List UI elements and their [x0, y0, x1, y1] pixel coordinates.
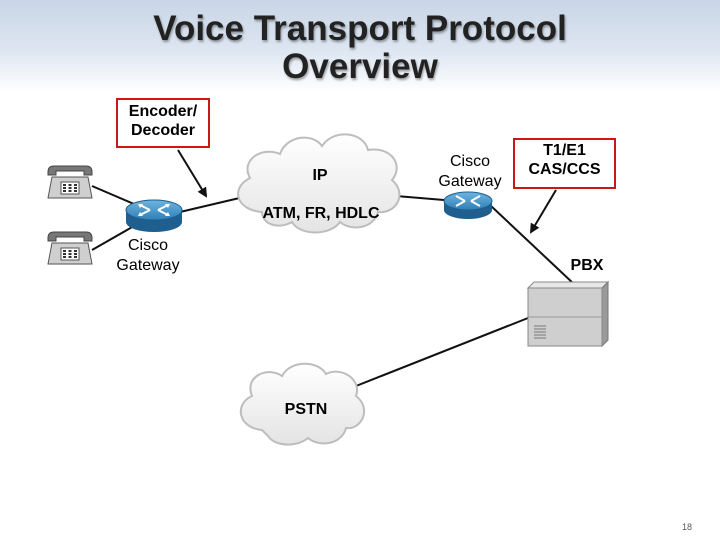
gateway-label-line-1: Cisco	[449, 153, 490, 170]
gateway-label-line-2: Gateway	[116, 257, 180, 274]
phone-icon	[47, 165, 93, 199]
callout-line-2: Decoder	[130, 122, 196, 139]
right-gateway-to-pbx-line	[489, 204, 576, 286]
left-gateway-label: Cisco Gateway	[108, 236, 188, 276]
gateway-to-ip-cloud-line	[179, 195, 249, 213]
phone2-to-gateway-line	[91, 225, 135, 251]
gateway-label-line-2: Gateway	[438, 173, 502, 190]
connection-lines	[91, 185, 576, 387]
slide-title: Voice Transport Protocol Overview	[0, 10, 720, 86]
callout-line-1: Encoder/	[128, 103, 198, 120]
page-number: 18	[681, 522, 692, 532]
ip-cloud-to-right-gateway-line	[395, 195, 445, 201]
header-band	[0, 0, 720, 92]
router-icon	[125, 199, 183, 232]
pstn-cloud	[239, 362, 366, 446]
gateway-label-line-1: Cisco	[127, 237, 168, 254]
phone-icon	[47, 231, 93, 265]
ip-cloud	[237, 133, 401, 234]
encoder-arrow	[177, 149, 208, 198]
atm-fr-hdlc-label: ATM, FR, HDLC	[262, 205, 380, 222]
encoder-decoder-callout: Encoder/ Decoder	[116, 98, 210, 148]
t1-e1-callout: T1/E1 CAS/CCS	[513, 138, 616, 189]
title-line-1: Voice Transport Protocol	[153, 9, 567, 48]
callout-line-1: T1/E1	[543, 142, 586, 159]
pstn-label: PSTN	[284, 401, 328, 418]
pbx-label: PBX	[570, 257, 604, 274]
callout-line-2: CAS/CCS	[528, 161, 601, 178]
trunk-arrow	[529, 189, 557, 234]
right-gateway-label: Cisco Gateway	[432, 152, 508, 192]
router-icon	[443, 191, 493, 219]
phone1-to-gateway-line	[91, 185, 135, 205]
pbx-icon	[526, 280, 610, 348]
ip-label: IP	[312, 167, 328, 184]
pbx-to-pstn-line	[355, 317, 529, 387]
title-line-2: Overview	[282, 47, 438, 86]
